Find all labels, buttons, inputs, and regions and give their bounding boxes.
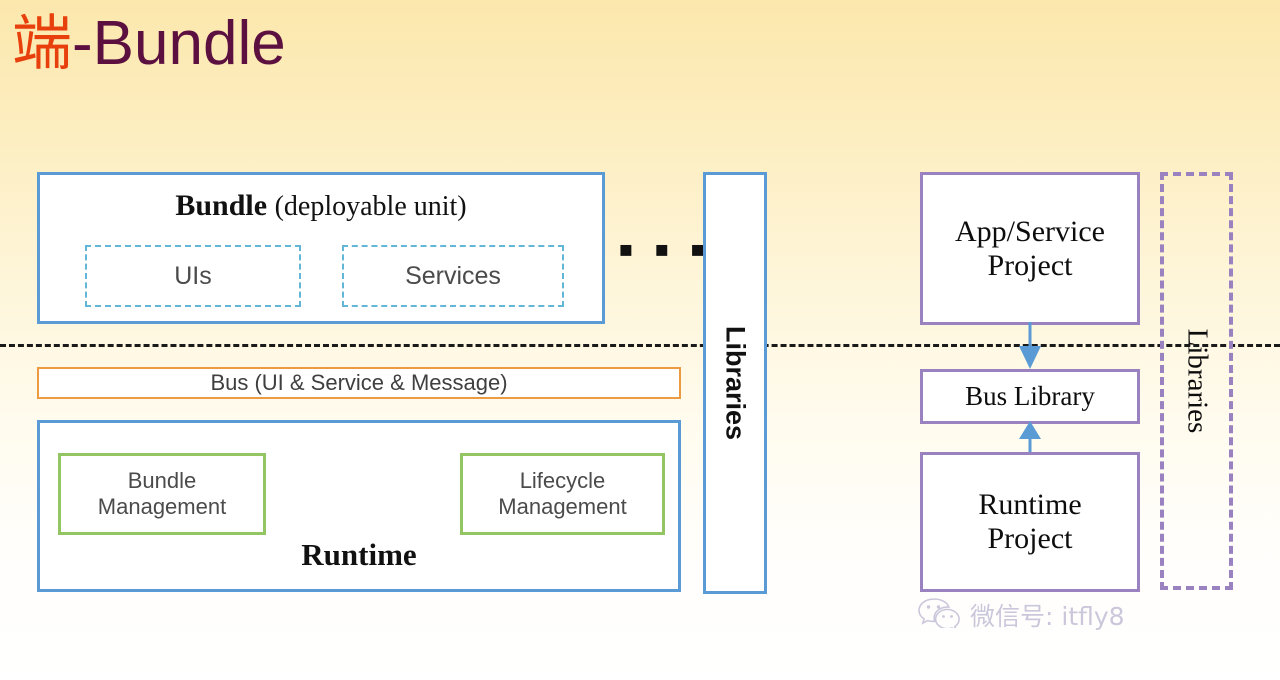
libraries-right-label: Libraries — [1181, 328, 1213, 434]
app-service-project-label: App/Service Project — [955, 215, 1105, 282]
wechat-icon — [918, 596, 962, 633]
app-service-project-line1: App/Service — [955, 214, 1105, 248]
lifecycle-management-box: Lifecycle Management — [460, 453, 665, 535]
bus-library-box: Bus Library — [920, 369, 1140, 424]
bundle-management-label: Bundle Management — [98, 468, 226, 521]
bundle-management-line1: Bundle — [127, 467, 197, 493]
page-title: 端-Bundle — [12, 4, 286, 84]
bundle-management-box: Bundle Management — [58, 453, 266, 535]
uis-label: UIs — [174, 261, 212, 290]
services-label: Services — [405, 261, 501, 290]
lifecycle-management-label: Lifecycle Management — [498, 468, 626, 521]
page-title-cn: 端 — [12, 9, 72, 79]
services-box: Services — [342, 245, 564, 307]
watermark-text: 微信号: itfly8 — [970, 601, 1125, 631]
libraries-left-box: Libraries — [703, 172, 767, 594]
horizontal-dashed-divider — [0, 344, 1280, 347]
uis-box: UIs — [85, 245, 301, 307]
runtime-label: Runtime — [301, 537, 417, 572]
watermark: 微信号: itfly8 — [918, 596, 1125, 633]
lifecycle-management-line2: Management — [498, 494, 627, 519]
bundle-title-strong: Bundle — [175, 189, 268, 222]
app-service-project-line2: Project — [987, 248, 1073, 282]
arrow-down-icon — [1016, 322, 1044, 375]
runtime-project-line2: Project — [987, 522, 1073, 555]
libraries-right-box: Libraries — [1160, 172, 1233, 590]
runtime-project-label: Runtime Project — [978, 488, 1081, 555]
bundle-box-title: Bundle (deployable unit) — [40, 189, 602, 223]
bus-box: Bus (UI & Service & Message) — [37, 367, 681, 399]
bundle-management-line2: Management — [97, 494, 227, 519]
page-title-en: -Bundle — [72, 9, 286, 78]
app-service-project-box: App/Service Project — [920, 172, 1140, 325]
bundle-title-light: (deployable unit) — [274, 191, 467, 222]
runtime-project-box: Runtime Project — [920, 452, 1140, 592]
bus-label: Bus (UI & Service & Message) — [210, 370, 508, 395]
bundle-box: Bundle (deployable unit) UIs Services — [37, 172, 605, 324]
runtime-project-line1: Runtime — [978, 488, 1082, 522]
bus-library-label: Bus Library — [965, 381, 1095, 411]
libraries-left-label: Libraries — [720, 325, 751, 441]
lifecycle-management-line1: Lifecycle — [519, 467, 606, 493]
arrow-up-icon — [1016, 421, 1044, 458]
runtime-box: Bundle Management Lifecycle Management R… — [37, 420, 681, 592]
more-bundles-ellipsis: ▪ ▪ ▪ — [618, 225, 710, 274]
